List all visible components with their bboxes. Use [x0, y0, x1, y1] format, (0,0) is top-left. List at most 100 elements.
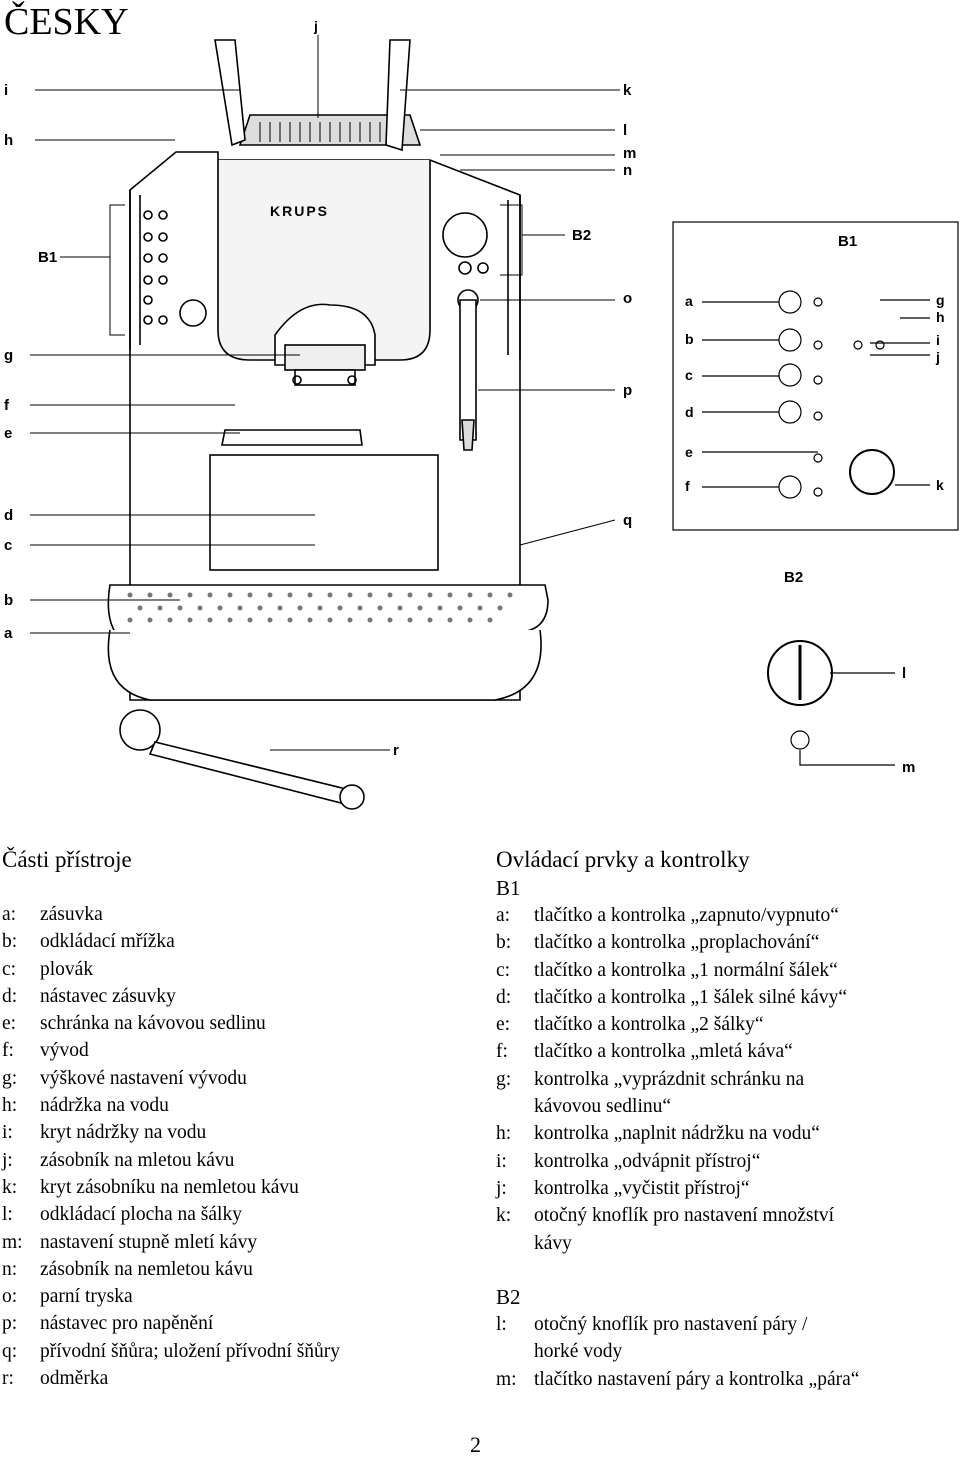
item-key: n:: [2, 1258, 18, 1280]
list-item: j: zásobník na mletou kávu: [2, 1147, 462, 1174]
panel-b1-label-b: b: [685, 331, 694, 347]
item-key: o:: [2, 1286, 18, 1308]
item-key: h:: [496, 1123, 512, 1145]
label-e: e: [4, 425, 12, 442]
item-text: výškové nastavení vývodu: [40, 1067, 247, 1089]
item-text: tlačítko a kontrolka „2 šálky“: [534, 1011, 764, 1038]
item-key: r:: [2, 1368, 14, 1390]
item-key: f:: [2, 1040, 14, 1062]
appliance-diagram: j i h k l m n B1 B2 KRUPS o g p f e d q …: [4, 18, 959, 810]
controls-list: Ovládací prvky a kontrolky B1 a:tlačítko…: [496, 846, 956, 1393]
language-heading: ČESKY: [4, 1, 129, 43]
item-text: kontrolka „odvápnit přístroj“: [534, 1148, 760, 1175]
item-text-line: tlačítko a kontrolka „1 normální šálek“: [534, 959, 838, 981]
item-key: j:: [496, 1177, 507, 1199]
item-key: i:: [496, 1150, 507, 1172]
list-item: h:kontrolka „naplnit nádržku na vodu“: [496, 1120, 956, 1147]
item-key: m:: [496, 1368, 517, 1390]
item-text: odkládací plocha na šálky: [40, 1204, 242, 1226]
list-item: e: tlačítko a kontrolka „2 šálky“: [496, 1011, 956, 1038]
item-text: kryt nádržky na vodu: [40, 1122, 207, 1144]
item-key: d:: [2, 985, 18, 1007]
panel-b1-label-g: g: [936, 292, 945, 308]
item-key: a:: [496, 905, 511, 926]
list-item: g: výškové nastavení vývodu: [2, 1065, 462, 1092]
panel-b1-label-h: h: [936, 309, 945, 325]
label-b: b: [4, 592, 13, 609]
list-item: i:kryt nádržky na vodu: [2, 1119, 462, 1146]
label-c: c: [4, 537, 12, 554]
item-text-line: tlačítko a kontrolka „zapnuto/vypnuto“: [534, 905, 839, 926]
item-key: m:: [2, 1231, 23, 1253]
item-text: tlačítko nastavení páry a kontrolka „pár…: [534, 1366, 859, 1393]
panel-b2-title: B2: [784, 569, 803, 586]
list-item: d: tlačítko a kontrolka „1 šálek silné ká…: [496, 984, 956, 1011]
label-r: r: [393, 742, 399, 759]
brand-logo: KRUPS: [270, 203, 329, 219]
page-number: 2: [470, 1432, 481, 1457]
panel-b1-label-j: j: [935, 349, 940, 365]
label-l: l: [623, 122, 627, 139]
panel-b1-label-i: i: [936, 332, 940, 348]
list-item: c: tlačítko a kontrolka „1 normální šálek…: [496, 957, 956, 984]
label-h: h: [4, 132, 13, 149]
panel-b1-label-f: f: [685, 478, 690, 494]
label-n: n: [623, 162, 632, 179]
label-p: p: [623, 382, 632, 399]
item-text-line: kávovou sedlinu“: [534, 1096, 672, 1118]
item-text-line: kontrolka „odvápnit přístroj“: [534, 1150, 761, 1172]
item-key: l:: [2, 1204, 13, 1226]
item-text: zásobník na mletou kávu: [40, 1149, 235, 1171]
item-key: d:: [496, 986, 512, 1008]
list-item: p:nástavec pro napěnění: [2, 1310, 462, 1337]
item-key: b:: [496, 932, 512, 954]
list-item: e: schránka na kávovou sedlinu: [2, 1010, 462, 1037]
item-text: tlačítko a kontrolka „mletá káva“: [534, 1038, 793, 1065]
item-key: g:: [2, 1067, 18, 1089]
list-item: l: odkládací plocha na šálky: [2, 1201, 462, 1228]
item-text: odměrka: [40, 1368, 109, 1390]
item-key: h:: [2, 1095, 18, 1117]
item-text: nastavení stupně mletí kávy: [40, 1231, 258, 1253]
item-key: f:: [496, 1041, 508, 1063]
label-k: k: [623, 82, 632, 99]
list-item: j:kontrolka „vyčistit přístroj“: [496, 1175, 956, 1202]
item-text: přívodní šňůra; uložení přívodní šňůry: [40, 1340, 341, 1362]
item-key: j:: [2, 1149, 13, 1171]
item-text-line: tlačítko a kontrolka „1 šálek silné kávy…: [534, 986, 847, 1008]
item-text: zásuvka: [40, 904, 103, 925]
item-key: e:: [2, 1013, 17, 1035]
item-key: l:: [496, 1314, 507, 1336]
panel-b2-label-l: l: [902, 665, 906, 682]
controls-b1-heading: B1: [496, 876, 521, 900]
item-text: plovák: [40, 958, 94, 980]
item-text: nádržka na vodu: [40, 1095, 169, 1117]
item-text-line: otočný knoflík pro nastavení množství: [534, 1205, 835, 1227]
panel-b2: [767, 640, 895, 766]
list-item: r: odměrka: [2, 1365, 462, 1392]
item-key: c:: [2, 958, 17, 980]
list-item: l:otočný knoflík pro nastavení páry /hor…: [496, 1311, 956, 1366]
label-o: o: [623, 290, 632, 307]
list-item: a: tlačítko a kontrolka „zapnuto/vypnuto“: [496, 902, 956, 929]
item-text: tlačítko a kontrolka „1 normální šálek“: [534, 957, 838, 984]
panel-b1-label-c: c: [685, 367, 693, 383]
list-item: m: tlačítko nastavení páry a kontrolka „p…: [496, 1366, 956, 1393]
item-text: tlačítko a kontrolka „zapnuto/vypnuto“: [534, 902, 839, 929]
item-text-line: tlačítko a kontrolka „mletá káva“: [534, 1041, 793, 1063]
item-text: nástavec zásuvky: [40, 985, 176, 1007]
item-key: e:: [496, 1014, 511, 1036]
item-key: k:: [496, 1205, 512, 1227]
list-item: b:tlačítko a kontrolka „proplachování“: [496, 929, 956, 956]
item-key: q:: [2, 1340, 18, 1362]
parts-heading: Části přístroje: [2, 847, 132, 872]
item-key: k:: [2, 1176, 18, 1198]
label-a: a: [4, 625, 13, 642]
panel-b1: [672, 221, 959, 531]
panel-b1-label-a: a: [685, 293, 693, 309]
item-text: schránka na kávovou sedlinu: [40, 1013, 266, 1035]
item-key: c:: [496, 959, 511, 981]
